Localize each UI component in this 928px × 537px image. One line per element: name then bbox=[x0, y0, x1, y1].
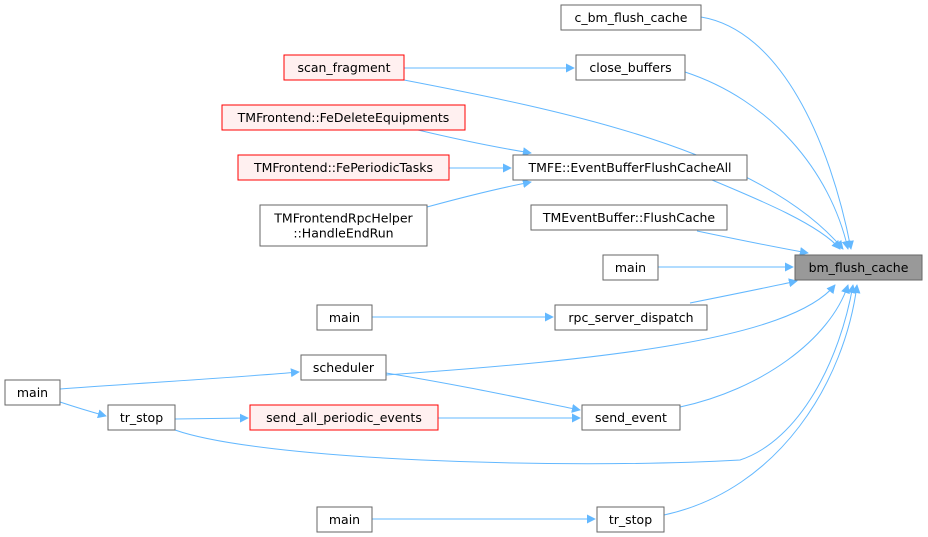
edge-main_c-to-trstop_a bbox=[59, 401, 107, 419]
edge-close-to-target bbox=[684, 71, 851, 250]
node-label: main bbox=[17, 385, 48, 400]
node-sched[interactable]: scheduler bbox=[300, 354, 387, 381]
node-box bbox=[221, 104, 466, 131]
edge-rpchelp-to-tmfe bbox=[426, 179, 532, 208]
edge-layer bbox=[59, 16, 861, 524]
node-box bbox=[596, 506, 665, 533]
node-target[interactable]: bm_flush_cache bbox=[794, 254, 923, 281]
edge-scan-to-target bbox=[403, 79, 844, 250]
node-box bbox=[4, 379, 61, 406]
node-label: rpc_server_dispatch bbox=[568, 310, 693, 325]
node-main-d[interactable]: main bbox=[316, 506, 373, 533]
node-fetask[interactable]: TMFrontend::FePeriodicTasks bbox=[237, 154, 450, 181]
edge-trstop_a-to-sendall bbox=[174, 413, 249, 423]
node-box bbox=[107, 404, 176, 431]
edge-main_c-to-sched bbox=[59, 368, 300, 390]
node-label: TMFrontend::FePeriodicTasks bbox=[253, 160, 433, 175]
node-label: main bbox=[329, 512, 360, 527]
node-trstop-a[interactable]: tr_stop bbox=[107, 404, 176, 431]
node-rpcsrv[interactable]: rpc_server_dispatch bbox=[554, 304, 708, 331]
node-box bbox=[259, 204, 428, 247]
edge-trstop_b-to-target bbox=[663, 284, 861, 516]
node-trstop-b[interactable]: tr_stop bbox=[596, 506, 665, 533]
edge-fedel-to-tmfe bbox=[417, 129, 532, 157]
node-label: send_all_periodic_events bbox=[266, 410, 422, 425]
node-box bbox=[316, 304, 373, 331]
node-label: bm_flush_cache bbox=[809, 260, 909, 275]
node-tmevb[interactable]: TMEventBuffer::FlushCache bbox=[530, 204, 728, 231]
node-box bbox=[575, 54, 686, 81]
node-layer: bm_flush_cache c_bm_flush_cache close_buff… bbox=[4, 4, 923, 533]
edge-sched-to-target bbox=[385, 284, 836, 376]
node-label: scan_fragment bbox=[297, 60, 390, 75]
node-box bbox=[283, 54, 405, 81]
node-box bbox=[300, 354, 387, 381]
node-tmfe[interactable]: TMFE::EventBufferFlushCacheAll bbox=[512, 154, 748, 181]
node-main-b[interactable]: main bbox=[316, 304, 373, 331]
node-box bbox=[316, 506, 373, 533]
node-sendev[interactable]: send_event bbox=[581, 404, 681, 431]
node-label: ::HandleEndRun bbox=[293, 226, 393, 241]
node-main-c[interactable]: main bbox=[4, 379, 61, 406]
node-label: c_bm_flush_cache bbox=[575, 10, 688, 25]
node-label: TMFrontendRpcHelper bbox=[273, 211, 413, 226]
node-label: main bbox=[615, 260, 646, 275]
node-label: TMFE::EventBufferFlushCacheAll bbox=[527, 160, 731, 175]
node-label: TMFrontend::FeDeleteEquipments bbox=[237, 110, 450, 125]
edge-sched-to-sendev bbox=[385, 372, 581, 413]
node-sendall[interactable]: send_all_periodic_events bbox=[249, 404, 439, 431]
node-box bbox=[794, 254, 923, 281]
node-label: scheduler bbox=[313, 360, 375, 375]
node-rpchelp[interactable]: TMFrontendRpcHelper::HandleEndRun bbox=[259, 204, 428, 247]
node-label: TMEventBuffer::FlushCache bbox=[542, 210, 716, 225]
node-box bbox=[530, 204, 728, 231]
edge-tmfe-to-target bbox=[711, 179, 841, 250]
edge-c_bm-to-target bbox=[700, 16, 854, 250]
edge-trstop_a-to-target bbox=[174, 284, 857, 465]
node-box bbox=[249, 404, 439, 431]
node-label: main bbox=[329, 310, 360, 325]
node-main-a[interactable]: main bbox=[602, 254, 659, 281]
edge-sendev-to-target bbox=[679, 284, 850, 408]
node-box bbox=[581, 404, 681, 431]
node-label: tr_stop bbox=[120, 410, 163, 425]
node-close[interactable]: close_buffers bbox=[575, 54, 686, 81]
node-box bbox=[560, 4, 702, 31]
node-box bbox=[512, 154, 748, 181]
node-box bbox=[602, 254, 659, 281]
edge-tmevb-to-target bbox=[696, 230, 809, 257]
node-box bbox=[237, 154, 450, 181]
edge-rpcsrv-to-target bbox=[689, 278, 798, 304]
node-scan[interactable]: scan_fragment bbox=[283, 54, 405, 81]
node-box bbox=[554, 304, 708, 331]
node-label: send_event bbox=[595, 410, 667, 425]
node-fedel[interactable]: TMFrontend::FeDeleteEquipments bbox=[221, 104, 466, 131]
node-label: close_buffers bbox=[589, 60, 671, 75]
node-c-bm[interactable]: c_bm_flush_cache bbox=[560, 4, 702, 31]
node-label: tr_stop bbox=[609, 512, 652, 527]
